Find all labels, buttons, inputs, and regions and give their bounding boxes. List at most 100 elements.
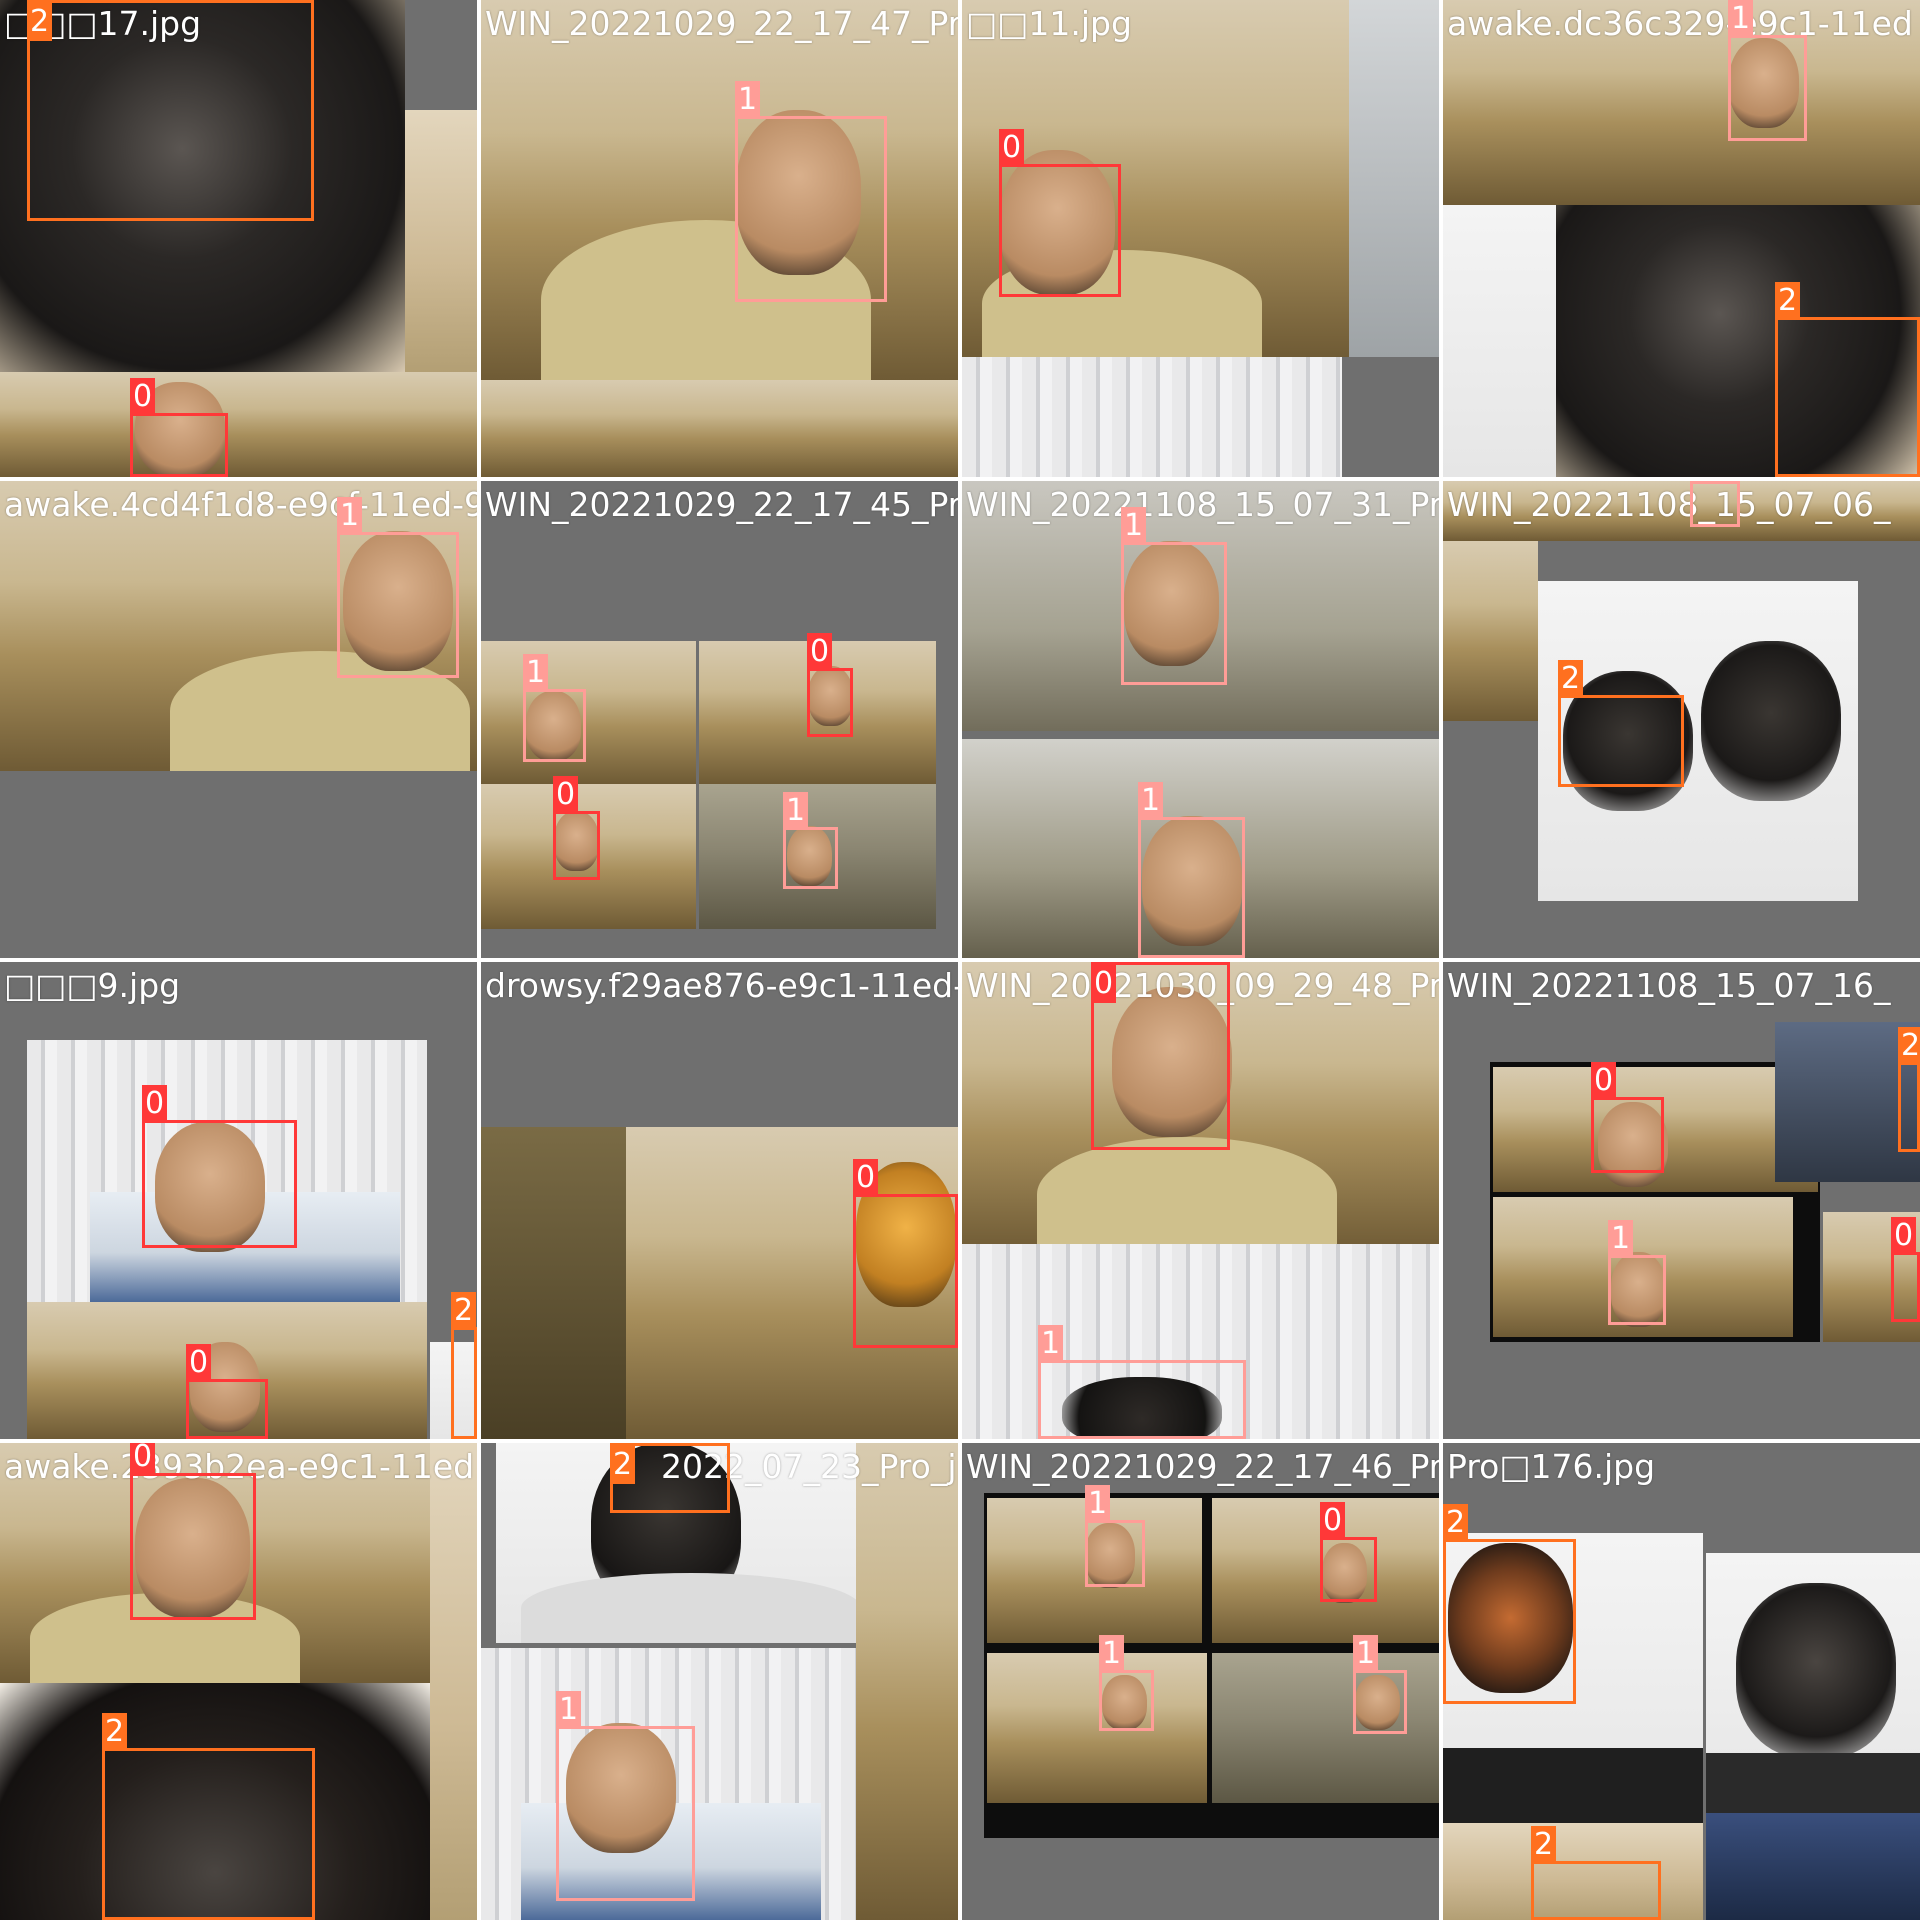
bbox-class-1: 1 xyxy=(1099,1635,1154,1731)
bbox-class-1: 1 xyxy=(735,81,887,302)
bbox-class-2: 2 xyxy=(1898,1027,1920,1152)
face xyxy=(1112,987,1232,1137)
bbox-class-2: 2 xyxy=(27,0,314,221)
bbox-class-0: 0 xyxy=(142,1085,297,1248)
bbox-label: 0 xyxy=(999,129,1025,167)
image-filename: □□□9.jpg xyxy=(4,966,181,1005)
face xyxy=(526,691,581,761)
mosaic-tile: awake.2393b2ea-e9c1-11ed 0 2 xyxy=(0,1443,477,1920)
photo xyxy=(0,372,477,477)
bbox-label: 0 xyxy=(853,1159,879,1197)
bbox-class-0: 0 xyxy=(1091,962,1230,1150)
bbox-class-0: 0 xyxy=(553,776,600,880)
bbox-class-0: 0 xyxy=(999,129,1121,297)
bbox-class-0: 0 xyxy=(1320,1502,1377,1602)
face xyxy=(1322,1543,1367,1603)
bbox-class-1: 1 xyxy=(1728,0,1807,141)
face xyxy=(135,1478,250,1618)
bbox-label: 1 xyxy=(1608,1220,1634,1258)
photo xyxy=(1775,1022,1920,1182)
bbox-label: 2 xyxy=(102,1713,128,1751)
image-filename: awake.4cd4f1d8-e9cf-11ed-9 xyxy=(4,485,477,524)
image-filename: awake.dc36c329-e9c1-11ed xyxy=(1447,4,1913,43)
face xyxy=(1448,1543,1573,1693)
face xyxy=(1355,1675,1400,1730)
face xyxy=(1736,1583,1896,1758)
mosaic-tile: 2022_07_23_Pro_jpg.rf 2 1 xyxy=(481,1443,958,1920)
bbox-label: 0 xyxy=(186,1344,212,1382)
image-filename: awake.2393b2ea-e9c1-11ed xyxy=(4,1447,475,1486)
bbox-class-2: 2 xyxy=(1558,660,1684,787)
bbox-class-1: 1 xyxy=(1121,507,1227,685)
image-filename: WIN_20221108_15_07_16_ xyxy=(1447,966,1891,1005)
bbox-label: 1 xyxy=(1121,507,1147,545)
bbox-label: 0 xyxy=(1091,965,1117,1003)
bbox-class-1: 1 xyxy=(1038,1325,1246,1439)
bbox-class-1: 1 xyxy=(1138,782,1245,958)
bbox-label: 2 xyxy=(27,3,53,41)
mosaic-tile: WIN_20221029_22_17_46_Pro_jpg.rf 1 0 1 1 xyxy=(962,1443,1439,1920)
bbox-label: 0 xyxy=(807,633,833,671)
bbox-label: 1 xyxy=(1728,0,1754,38)
bbox-label: 2 xyxy=(1443,1504,1469,1542)
bbox-class-2: 2 xyxy=(610,1443,730,1513)
photo xyxy=(481,1127,626,1439)
face xyxy=(155,1122,265,1252)
mosaic-tile: WIN_20221029_22_17_45_Pro_jpg.rf 1 0 0 1 xyxy=(481,481,958,958)
photo xyxy=(987,1653,1207,1803)
bbox-class-0: 0 xyxy=(1591,1062,1664,1173)
grid-divider xyxy=(0,477,1920,481)
mosaic-tile: □□□17.jpg 2 0 xyxy=(0,0,477,477)
bbox-label: 1 xyxy=(1099,1635,1125,1673)
image-filename: drowsy.f29ae876-e9c1-11ed-b xyxy=(485,966,958,1005)
bbox-label: 2 xyxy=(451,1292,477,1330)
face xyxy=(808,666,853,726)
mosaic-tile: Pro□176.jpg 2 2 xyxy=(1443,1443,1920,1920)
bbox-label: 1 xyxy=(1353,1635,1379,1673)
mosaic-tile: WIN_20221108_15_07_06_ 1 2 xyxy=(1443,481,1920,958)
mosaic-tile: WIN_20221029_22_17_47_Pro□jpg.jpg 1 xyxy=(481,0,958,477)
bbox-class-2: 2 xyxy=(1531,1826,1661,1920)
bbox-label: 1 xyxy=(783,792,809,830)
face xyxy=(1142,816,1242,946)
shirt xyxy=(521,1573,861,1643)
face xyxy=(1729,38,1799,128)
image-filename: WIN_20221108_15_07_06_ xyxy=(1447,485,1891,524)
face xyxy=(554,811,599,871)
face xyxy=(1701,641,1841,801)
photo xyxy=(481,380,958,477)
bbox-class-1: 1 xyxy=(337,497,459,678)
face xyxy=(1611,1252,1666,1327)
face xyxy=(1102,1675,1147,1730)
bbox-label: 1 xyxy=(556,1691,582,1729)
photo xyxy=(405,110,477,372)
bbox-class-0: 0 xyxy=(807,633,853,737)
image-filename: Pro□176.jpg xyxy=(1447,1447,1656,1486)
bbox-label: 2 xyxy=(1898,1027,1920,1065)
bbox-label: 1 xyxy=(337,497,363,535)
photo xyxy=(1443,0,1920,205)
bbox-label: 1 xyxy=(1085,1485,1111,1523)
image-filename: WIN_20221029_22_17_45_Pro_jpg.rf xyxy=(485,485,958,524)
bbox-class-1: 1 xyxy=(1690,481,1740,527)
bbox-label: 0 xyxy=(1891,1217,1917,1255)
photo xyxy=(1556,205,1920,477)
bbox-label: 2 xyxy=(610,1446,636,1484)
bbox-class-2: 2 xyxy=(451,1292,477,1439)
mosaic-tile: WIN_20221108_15_07_16_ 0 1 2 0 xyxy=(1443,962,1920,1439)
photo xyxy=(0,0,405,372)
mosaic-tile: awake.4cd4f1d8-e9cf-11ed-9 1 xyxy=(0,481,477,958)
bbox-label: 0 xyxy=(553,776,579,814)
bbox-class-0: 0 xyxy=(130,1443,256,1620)
bbox-class-0: 0 xyxy=(186,1344,268,1439)
bbox-label: 1 xyxy=(523,654,549,692)
photo xyxy=(856,1443,958,1920)
bbox-label: 1 xyxy=(1038,1325,1064,1363)
bbox-label: 0 xyxy=(130,378,156,416)
bbox-class-0: 0 xyxy=(853,1159,958,1348)
shirt xyxy=(1037,1137,1337,1252)
bbox-label: 2 xyxy=(1558,660,1584,698)
bbox-class-0: 0 xyxy=(1891,1217,1920,1322)
bbox-class-1: 1 xyxy=(783,792,838,889)
grid-divider xyxy=(0,1439,1920,1443)
